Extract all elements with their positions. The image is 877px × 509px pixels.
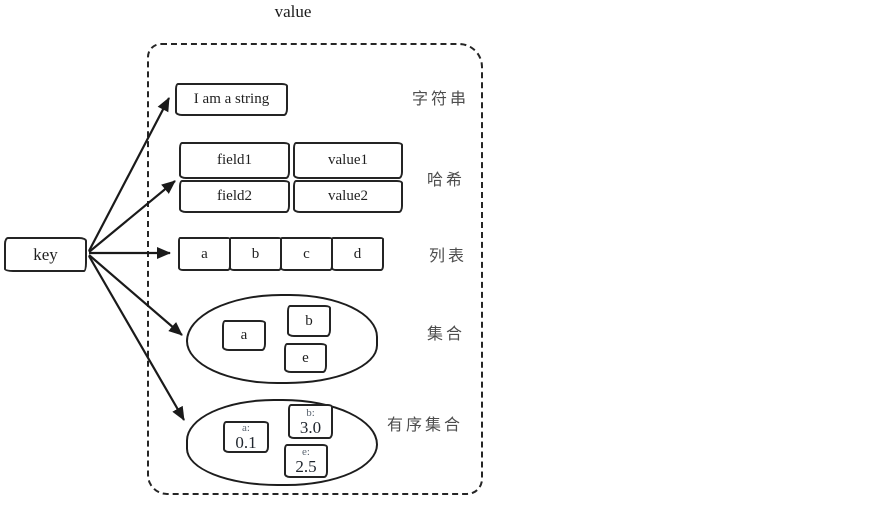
hash-field1-box: field1 — [179, 142, 290, 179]
list-row: a b c d — [178, 237, 384, 271]
sorted-set-score: 3.0 — [299, 417, 322, 437]
value-title: value — [274, 2, 312, 21]
list-cell: d — [331, 237, 384, 271]
list-cell: a — [178, 237, 231, 271]
hash-value1-box: value1 — [293, 142, 403, 179]
list-type-label: 列表 — [429, 248, 468, 265]
key-box: key — [4, 237, 87, 272]
sorted-set-member: a: — [242, 422, 250, 434]
hash-field2-box: field2 — [179, 180, 290, 213]
set-member-box: b — [287, 305, 331, 337]
string-value-box: I am a string — [175, 83, 288, 116]
hash-type-label: 哈希 — [427, 172, 466, 189]
sorted-set-member-box: e: 2.5 — [284, 444, 328, 478]
hash-value2-box: value2 — [293, 180, 403, 213]
sorted-set-member-box: a: 0.1 — [223, 421, 269, 453]
set-ellipse — [186, 294, 378, 384]
list-cell: c — [280, 237, 333, 271]
sorted-set-ellipse — [186, 399, 378, 486]
list-cell: b — [229, 237, 282, 271]
set-type-label: 集合 — [427, 326, 466, 343]
sorted-set-score: 0.1 — [235, 433, 257, 452]
sorted-set-member: e: — [302, 446, 310, 458]
sorted-set-member: b: — [306, 406, 315, 419]
set-member-box: a — [222, 320, 266, 351]
string-type-label: 字符串 — [412, 91, 470, 108]
sorted-set-score: 2.5 — [295, 457, 317, 476]
sorted-set-type-label: 有序集合 — [387, 417, 464, 434]
set-member-box: e — [284, 343, 327, 373]
sorted-set-member-box: b: 3.0 — [288, 404, 333, 439]
